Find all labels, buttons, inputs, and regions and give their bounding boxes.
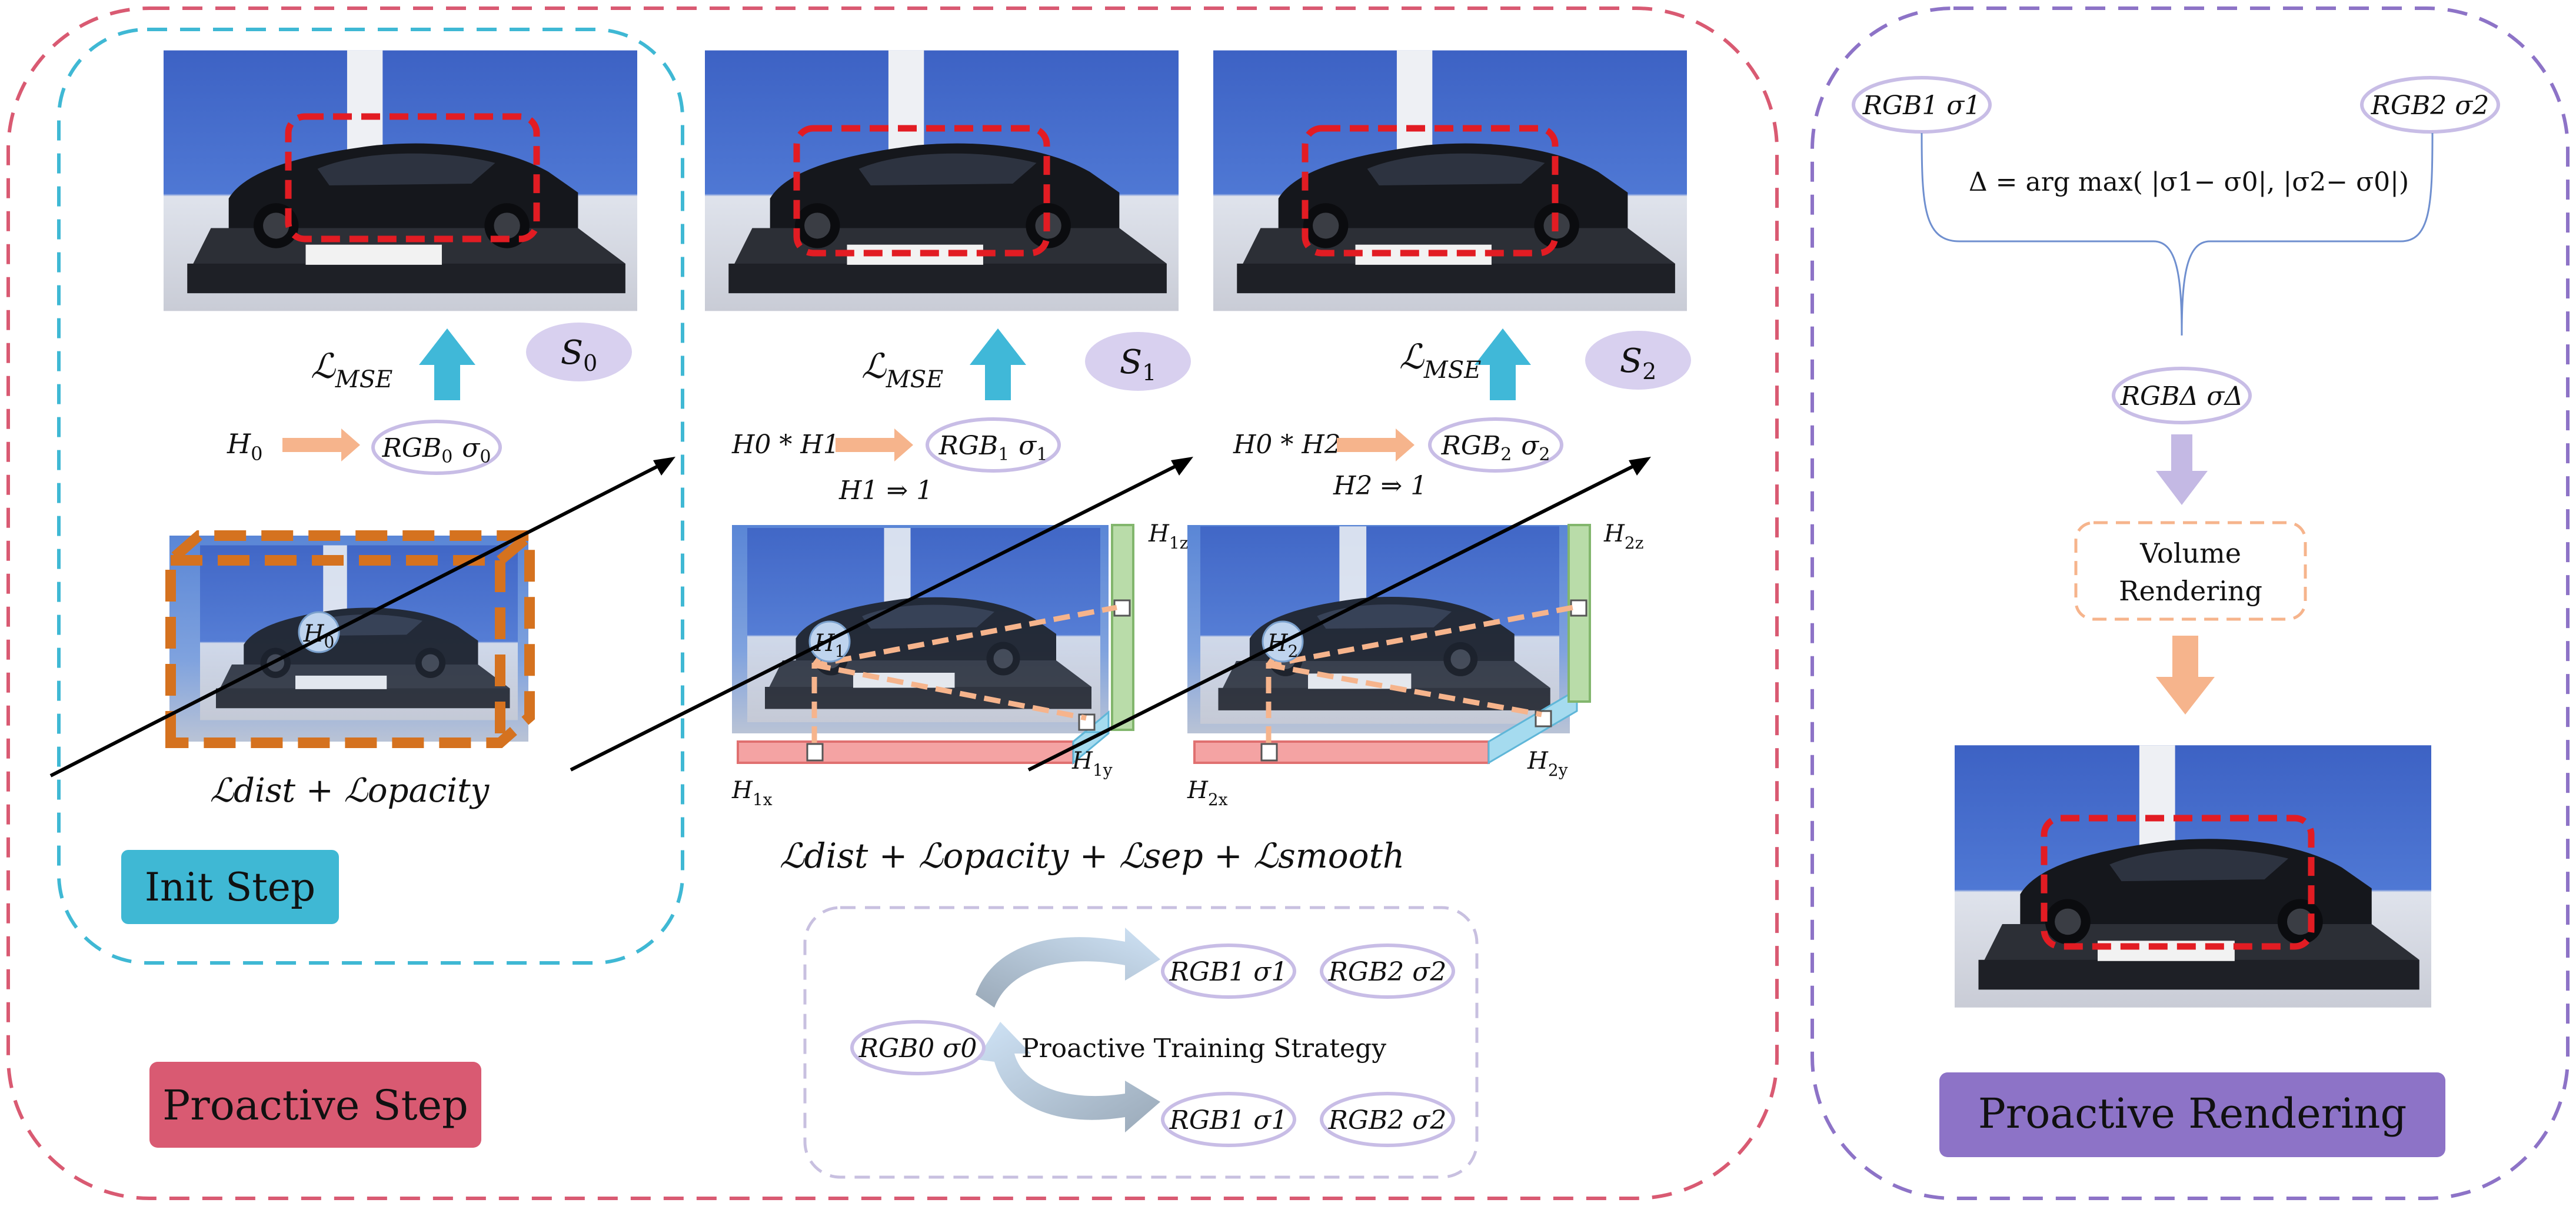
volume-rendering-box: Volume Rendering	[2074, 521, 2307, 621]
total-loss: ℒdist + ℒopacity + ℒsep + ℒsmooth	[780, 836, 1405, 876]
argmax-formula: Δ = arg max( |σ1− σ0|, |σ2− σ0|)	[1969, 167, 2409, 197]
photo-state-2	[1213, 50, 1687, 311]
rendering-inputs: RGB1 σ1 RGB2 σ2	[1852, 76, 2500, 134]
orange-arrow-0	[282, 428, 360, 461]
mse-loss-0: ℒMSE	[311, 346, 392, 393]
photo-state-1	[705, 50, 1179, 311]
state-badge-0: S0	[526, 323, 632, 381]
rendered-output-photo	[1955, 745, 2431, 1008]
proactive-rendering-label: Proactive Rendering	[1939, 1072, 2445, 1157]
svg-text:Volume: Volume	[2139, 537, 2241, 569]
flow-arrows	[49, 457, 1651, 778]
state-badge-2: S2	[1585, 331, 1691, 390]
svg-text:RGBΔ σΔ: RGBΔ σΔ	[2120, 381, 2243, 411]
hash-grid-2: H2	[1187, 524, 1591, 765]
photo-state-0	[164, 50, 637, 311]
training-strategy-box: RGB0 σ0 Proactive Training Strategy RGB1…	[803, 906, 1479, 1179]
svg-text:RGB2 σ2: RGB2 σ2	[2371, 91, 2490, 121]
proactive-step-label: Proactive Step	[149, 1062, 481, 1148]
axis-y-1: H1y	[1071, 747, 1113, 780]
hash-input-0: H0	[227, 428, 262, 465]
svg-text:S0: S0	[561, 334, 598, 376]
strategy-center: RGB0 σ0	[858, 1034, 977, 1064]
state-badge-1: S1	[1085, 332, 1191, 391]
strategy-bottom-right: RGB2 σ2	[1328, 1105, 1447, 1135]
purple-arrow	[2156, 434, 2208, 505]
mse-loss-1: ℒMSE	[861, 346, 943, 393]
svg-text:RGB1 σ1: RGB1 σ1	[1862, 91, 1981, 121]
axis-x-2: H2x	[1187, 777, 1228, 809]
orange-down-arrow	[2156, 636, 2215, 715]
strategy-top-left: RGB1 σ1	[1169, 957, 1288, 987]
mse-loss-2: ℒMSE	[1399, 337, 1481, 384]
reg-loss-0: ℒdist + ℒopacity	[210, 772, 490, 810]
mse-arrow-0	[419, 328, 475, 400]
svg-text:Proactive Rendering: Proactive Rendering	[1978, 1089, 2407, 1138]
axis-z-1: H1z	[1148, 520, 1188, 553]
condition-2: H2 ⇒ 1	[1333, 471, 1427, 501]
init-step-panel	[57, 28, 684, 965]
merge-brace	[1921, 132, 2434, 336]
orange-arrow-1	[836, 428, 913, 461]
hash-input-1: H0 * H1	[731, 430, 840, 460]
axis-y-2: H2y	[1527, 747, 1568, 780]
hash-grid-1: H1	[732, 524, 1134, 765]
axis-x-1: H1x	[731, 777, 773, 809]
axis-z-2: H2z	[1603, 520, 1643, 553]
strategy-title: Proactive Training Strategy	[1021, 1034, 1386, 1064]
condition-1: H1 ⇒ 1	[838, 476, 933, 506]
strategy-top-right: RGB2 σ2	[1328, 957, 1447, 987]
svg-text:S1: S1	[1120, 343, 1157, 386]
svg-text:Rendering: Rendering	[2119, 575, 2262, 607]
hash-input-2: H0 * H2	[1233, 430, 1341, 460]
merged-output: RGBΔ σΔ	[2112, 367, 2252, 424]
svg-text:Proactive Step: Proactive Step	[162, 1081, 468, 1129]
init-hash-grid-cube: H0	[165, 530, 535, 748]
orange-arrow-2	[1337, 428, 1415, 461]
proactive-step-panel	[6, 6, 1779, 1200]
init-step-label: Init Step	[121, 850, 339, 924]
strategy-bottom-left: RGB1 σ1	[1169, 1105, 1288, 1135]
mse-arrow-2	[1475, 328, 1531, 400]
svg-text:Init Step: Init Step	[145, 865, 315, 910]
proactive-rendering-panel	[1810, 6, 2570, 1200]
mse-arrow-1	[970, 328, 1026, 400]
svg-text:S2: S2	[1620, 342, 1657, 384]
